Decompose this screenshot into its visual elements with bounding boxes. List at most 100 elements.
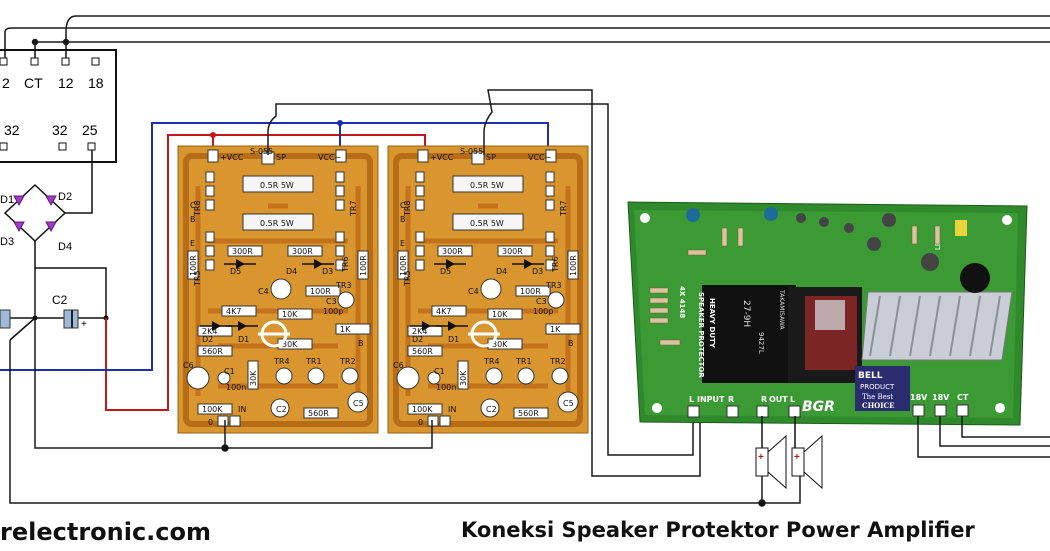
transistor-label: TR2 (549, 357, 566, 366)
tap-label-32b: 32 (52, 122, 68, 138)
transistor-label: TR6 (341, 256, 350, 273)
resistor-label: 560R (308, 409, 329, 418)
vcc-plus-label: +VCC (220, 153, 244, 162)
bell-4: CHOICE (862, 401, 894, 410)
relay-brand: TAKAMISAWA (778, 289, 785, 330)
input-label: IN (448, 405, 456, 414)
cap-label-c2: C2 (52, 293, 68, 307)
transistor-label: TR6 (551, 256, 560, 273)
diode-label: D5 (440, 267, 451, 276)
power-resistor-label: 0.5R 5W (260, 219, 294, 228)
transistor-label: TR5 (193, 270, 202, 287)
resistor-label: 4K7 (226, 307, 241, 316)
cap-label: C2 (276, 405, 287, 414)
svg-text:+: + (758, 452, 764, 463)
resistor-label: 100K (202, 405, 223, 414)
resistor-label: 10K (492, 310, 508, 319)
diode-label: D4 (496, 267, 507, 276)
resistor-label: 10K (282, 310, 298, 319)
transistor-label: TR4 (273, 357, 290, 366)
ground-label: 0 (208, 418, 213, 427)
diode-label: D1 (238, 335, 249, 344)
resistor-label: 1K (340, 325, 351, 334)
tap-label-25: 25 (82, 122, 98, 138)
ground-label: 0 (418, 418, 423, 427)
resistor-label: 300R (292, 247, 313, 256)
filter-capacitors: C2 + (0, 293, 109, 341)
cap-value-label: 100n (226, 383, 246, 392)
out-label: OUT (769, 395, 788, 404)
diode-label: D1 (448, 335, 459, 344)
transistor-label: TR7 (559, 200, 568, 217)
diode-label-d3: D3 (0, 236, 14, 248)
speaker-wires (9, 89, 801, 507)
cap-label: C3 (326, 297, 337, 306)
bell-3: The Best (862, 393, 893, 401)
input-label: INPUT (697, 395, 725, 404)
out-l: L (790, 395, 795, 404)
resistor-label: 4K7 (436, 307, 451, 316)
cap-label: C5 (353, 399, 364, 408)
pad-label: B (358, 339, 364, 348)
cap-label: C5 (563, 399, 574, 408)
footer-site-text: relectronic.com (0, 518, 212, 546)
tap-label-2: 2 (2, 75, 10, 91)
bridge-rectifier: D1 D2 D3 D4 (0, 150, 107, 318)
resistor-label: 100R (399, 255, 408, 276)
cap-label: C3 (536, 297, 547, 306)
diode-label: D4 (286, 267, 297, 276)
transistor-label: TR1 (305, 357, 322, 366)
resistor-label: 2K4 (202, 327, 217, 336)
diode-label-d2: D2 (58, 191, 72, 203)
pad-label: C (400, 201, 406, 210)
cap-value-label: 100p (533, 307, 553, 316)
resistor-label: 1K (550, 325, 561, 334)
resistor-label: 30K (249, 370, 258, 386)
resistor-label: 560R (518, 409, 539, 418)
sp-label: SP (276, 153, 286, 162)
pad-label: B (400, 215, 406, 224)
speaker-left: + (755, 416, 787, 490)
cap-value-label: 100n (436, 383, 456, 392)
cap-label: C2 (486, 405, 497, 414)
transistor-label: TR5 (403, 270, 412, 287)
resistor-label: 100R (359, 255, 368, 276)
diode-label: D2 (412, 335, 423, 344)
tap-label-18: 18 (88, 75, 104, 91)
resistor-label: 560R (202, 347, 223, 356)
transistor-label: TR3 (335, 281, 352, 290)
diode-label: D3 (322, 267, 333, 276)
transistor-label: TR8 (193, 200, 202, 217)
transistor-label: TR4 (483, 357, 500, 366)
protector-title-1: HEAVY DUTY (708, 298, 716, 349)
cap-label: C4 (258, 287, 269, 296)
vcc-minus-label: VCC− (528, 153, 551, 162)
svg-text:+: + (81, 319, 87, 330)
tap-label-12: 12 (58, 75, 74, 91)
diode-label-d1: D1 (0, 194, 14, 206)
board-code: S-055 (460, 147, 483, 156)
transformer: 2 CT 12 18 32 32 25 (0, 32, 117, 163)
resistor-label: 100K (412, 405, 433, 414)
diode-label: D2 (202, 335, 213, 344)
resistor-label: 30K (282, 340, 298, 349)
pad-label: E (400, 239, 405, 248)
speaker-right: + (791, 416, 823, 490)
cap-label: C1 (224, 367, 235, 376)
vcc-minus-label: VCC− (318, 153, 341, 162)
sp-label: SP (486, 153, 496, 162)
resistor-label: 300R (502, 247, 523, 256)
supply-wires (4, 15, 1050, 46)
cap-label: C6 (183, 361, 194, 370)
footer-title-text: Koneksi Speaker Protektor Power Amplifie… (461, 518, 975, 542)
diode-label: D5 (230, 267, 241, 276)
pad-label: B (190, 215, 196, 224)
diode-label: D3 (532, 267, 543, 276)
pad-label: E (190, 239, 195, 248)
bell-2: PRODUCT (860, 383, 895, 391)
input-label: IN (238, 405, 246, 414)
protector-brand: BGR (802, 399, 835, 415)
